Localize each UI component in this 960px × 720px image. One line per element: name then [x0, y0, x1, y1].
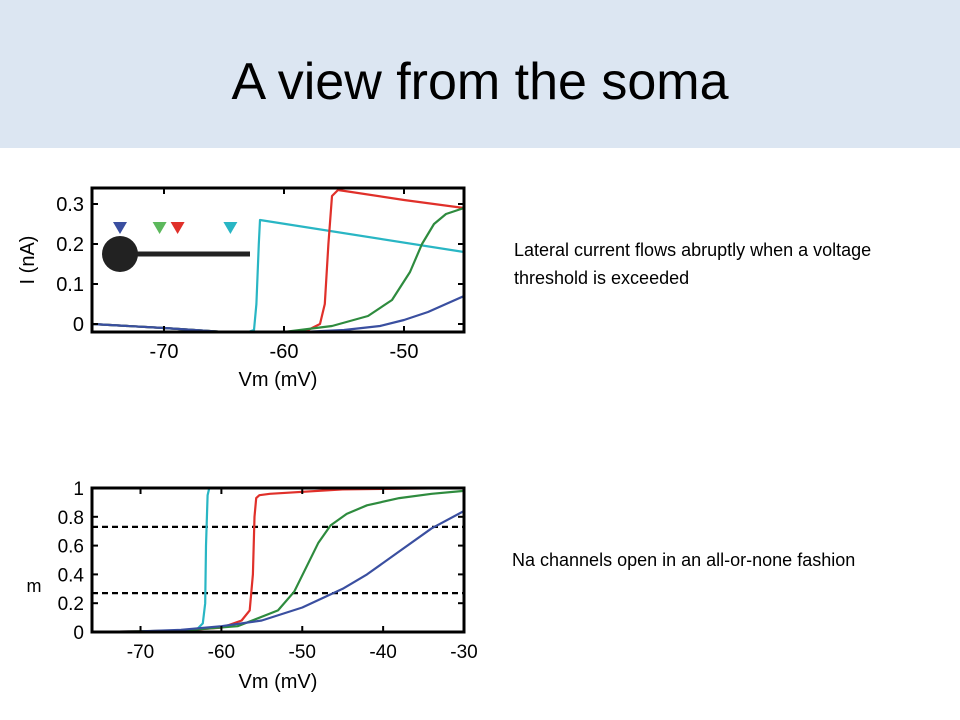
y-tick-label: 0.1 — [56, 274, 84, 296]
x-tick-label: -70 — [127, 642, 154, 663]
y-tick-label: 0 — [73, 314, 84, 336]
x-tick-label: -50 — [289, 642, 316, 663]
series-line-3 — [92, 509, 464, 632]
electrode-marker-1 — [152, 222, 167, 234]
slide-title: A view from the soma — [231, 53, 729, 111]
electrode-marker-3 — [223, 222, 238, 234]
title-bar — [0, 0, 960, 148]
electrode-marker-2 — [170, 222, 185, 234]
series-line-2 — [92, 489, 464, 632]
y-axis-label: m — [27, 576, 42, 596]
x-axis-label: Vm (mV) — [239, 671, 318, 693]
activation-curve-chart: -70 -60 -50 -40 -30 0 0.2 0.4 0.6 0.8 1 Vm (mV) m — [27, 479, 478, 693]
y-tick-label: 0.6 — [58, 537, 84, 558]
series-line-0 — [92, 488, 211, 632]
plot-frame — [90, 486, 466, 634]
y-tick-label: 0 — [73, 623, 84, 644]
x-tick-label: -30 — [450, 642, 477, 663]
soma-circle — [102, 236, 138, 272]
y-tick-label: 1 — [73, 479, 84, 500]
x-axis-label: Vm (mV) — [239, 369, 318, 391]
note-na-channels: Na channels open in an all-or-none fashi… — [512, 550, 856, 570]
y-tick-label: 0.2 — [58, 594, 84, 615]
x-tick-label: -70 — [150, 341, 179, 363]
series-line-1 — [92, 188, 464, 332]
plot-frame — [90, 186, 466, 334]
series-line-3 — [92, 294, 464, 332]
y-tick-label: 0.2 — [56, 234, 84, 256]
y-tick-label: 0.8 — [58, 508, 84, 529]
x-tick-label: -60 — [208, 642, 235, 663]
x-tick-label: -50 — [390, 341, 419, 363]
series-line-2 — [92, 206, 464, 332]
y-axis-label: I (nA) — [17, 236, 39, 285]
electrode-marker-0 — [113, 222, 127, 234]
note-lateral-current: Lateral current flows abruptly when a vo… — [514, 240, 872, 288]
x-tick-label: -40 — [369, 642, 396, 663]
y-tick-label: 0.3 — [56, 194, 84, 216]
series-group — [92, 188, 464, 332]
y-tick-label: 0.4 — [58, 565, 85, 586]
x-tick-label: -60 — [270, 341, 299, 363]
current-voltage-chart: -70 -60 -50 0 0.1 0.2 0.3 Vm (mV) I (nA) — [17, 186, 466, 391]
series-group — [92, 488, 464, 632]
